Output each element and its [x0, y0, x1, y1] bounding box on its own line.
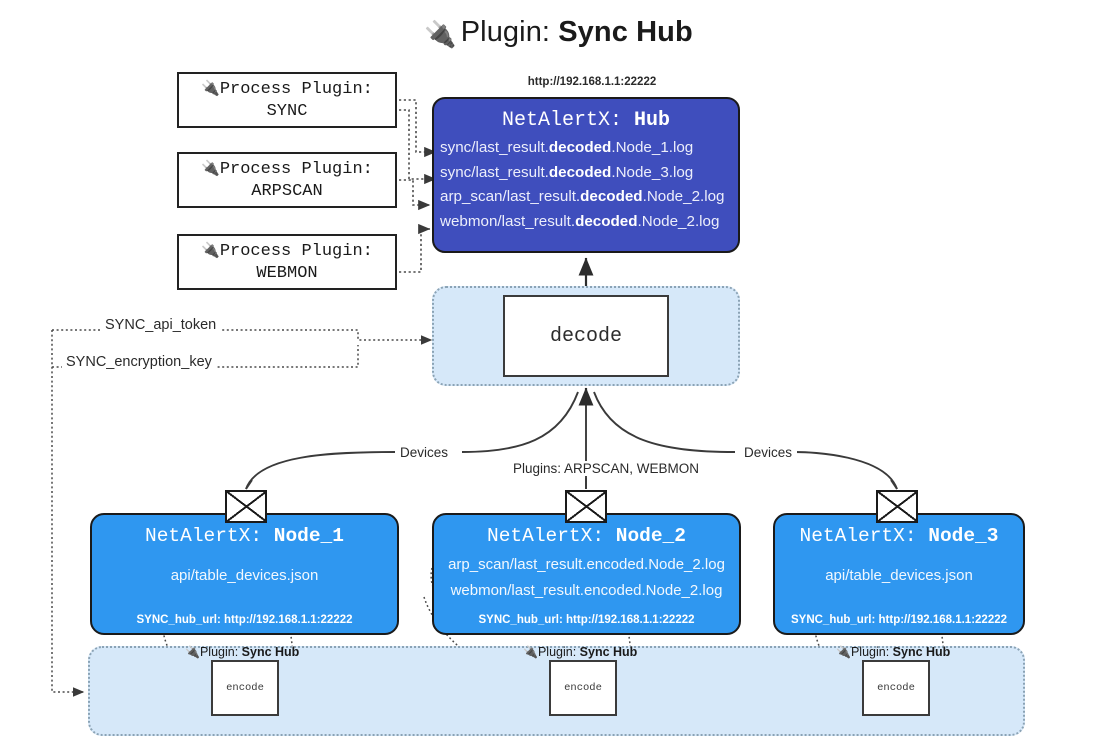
wire-arpscan-to-hub: [399, 179, 431, 211]
process-plugin-webmon-line1: 🔌Process Plugin:: [201, 241, 373, 261]
wire-sync-to-hub-1: [399, 99, 437, 158]
page-title-prefix: Plugin:: [460, 16, 559, 48]
encode-box-2[interactable]: encode: [549, 660, 617, 716]
node-2-line-1: arp_scan/last_result.encoded.Node_2.log: [448, 556, 725, 573]
node-2-footer: SYNC_hub_url: http://192.168.1.1:22222: [478, 614, 695, 626]
plug-icon: 🔌: [523, 645, 538, 659]
process-plugin-webmon-line2: WEBMON: [256, 264, 318, 284]
plug-icon: 🔌: [201, 159, 220, 177]
hub-title: NetAlertX: Hub: [501, 109, 671, 132]
page-title-name: Sync Hub: [558, 16, 693, 48]
sync-encryption-key-label: SYNC_encryption_key: [62, 354, 216, 370]
plug-icon: 🔌: [424, 19, 457, 49]
page-title: 🔌Plugin: Sync Hub: [0, 16, 1117, 50]
node-1-title: NetAlertX: Node_1: [145, 525, 344, 547]
encode-box-3[interactable]: encode: [862, 660, 930, 716]
envelope3-tail: [890, 479, 898, 490]
plug-icon: 🔌: [201, 79, 220, 97]
envelope-icon: [225, 490, 267, 523]
devices-label-right: Devices: [739, 445, 798, 460]
devices-label-left: Devices: [395, 445, 454, 460]
wire-devices-left-to-decode: [461, 391, 579, 453]
hub-node[interactable]: NetAlertX: Hub sync/last_result.decoded.…: [432, 97, 740, 253]
plugins-label: Plugins: ARPSCAN, WEBMON: [508, 461, 705, 476]
envelope-icon: [565, 490, 607, 523]
wire-devices-right-to-decode: [593, 391, 736, 453]
sync-api-token-label: SYNC_api_token: [101, 317, 221, 333]
wire-encryption-key: [51, 330, 85, 697]
encode-box-1[interactable]: encode: [211, 660, 279, 716]
node-2-line-2: webmon/last_result.encoded.Node_2.log: [450, 581, 723, 599]
node-1[interactable]: NetAlertX: Node_1 api/table_devices.json…: [90, 513, 399, 635]
node-2-lines: arp_scan/last_result.encoded.Node_2.log …: [434, 552, 739, 604]
wire-sync-to-hub-2: [399, 109, 437, 185]
encode-plugin-label-1: 🔌Plugin: Sync Hub: [185, 645, 300, 659]
process-plugin-arpscan-line1: 🔌Process Plugin:: [201, 159, 373, 179]
node-3-footer: SYNC_hub_url: http://192.168.1.1:22222: [790, 614, 1008, 626]
hub-log-2: sync/last_result.decoded.Node_3.log: [440, 163, 694, 181]
envelope1-tail: [245, 479, 253, 490]
process-plugin-arpscan[interactable]: 🔌Process Plugin: ARPSCAN: [177, 152, 397, 208]
wire-node3-devices: [794, 451, 898, 490]
process-plugin-sync[interactable]: 🔌Process Plugin: SYNC: [177, 72, 397, 128]
wire-node1-devices: [245, 451, 397, 490]
process-plugin-sync-line2: SYNC: [266, 102, 308, 122]
node-2[interactable]: NetAlertX: Node_2 arp_scan/last_result.e…: [432, 513, 741, 635]
wire-webmon-to-hub: [399, 223, 431, 273]
envelope-icon: [876, 490, 918, 523]
hub-log-4: webmon/last_result.decoded.Node_2.log: [440, 212, 720, 230]
process-plugin-arpscan-line2: ARPSCAN: [251, 182, 323, 202]
node-3-title: NetAlertX: Node_3: [799, 525, 999, 547]
decode-box[interactable]: decode: [503, 295, 669, 377]
node-1-line-1: api/table_devices.json: [170, 567, 319, 584]
hub-log-1: sync/last_result.decoded.Node_1.log: [440, 139, 694, 156]
plug-icon: 🔌: [185, 645, 200, 659]
hub-url-label: http://192.168.1.1:22222: [527, 76, 657, 88]
hub-log-3: arp_scan/last_result.decoded.Node_2.log: [440, 188, 725, 206]
node-2-title: NetAlertX: Node_2: [487, 525, 686, 547]
node-3[interactable]: NetAlertX: Node_3 api/table_devices.json…: [773, 513, 1025, 635]
plug-icon: 🔌: [201, 241, 220, 259]
node-3-line-1: api/table_devices.json: [825, 567, 973, 584]
process-plugin-webmon[interactable]: 🔌Process Plugin: WEBMON: [177, 234, 397, 290]
encode-plugin-label-2: 🔌Plugin: Sync Hub: [523, 645, 638, 659]
plug-icon: 🔌: [836, 645, 851, 659]
encode-plugin-label-3: 🔌Plugin: Sync Hub: [836, 645, 951, 659]
node-1-footer: SYNC_hub_url: http://192.168.1.1:22222: [136, 614, 353, 626]
process-plugin-sync-line1: 🔌Process Plugin:: [201, 79, 373, 99]
